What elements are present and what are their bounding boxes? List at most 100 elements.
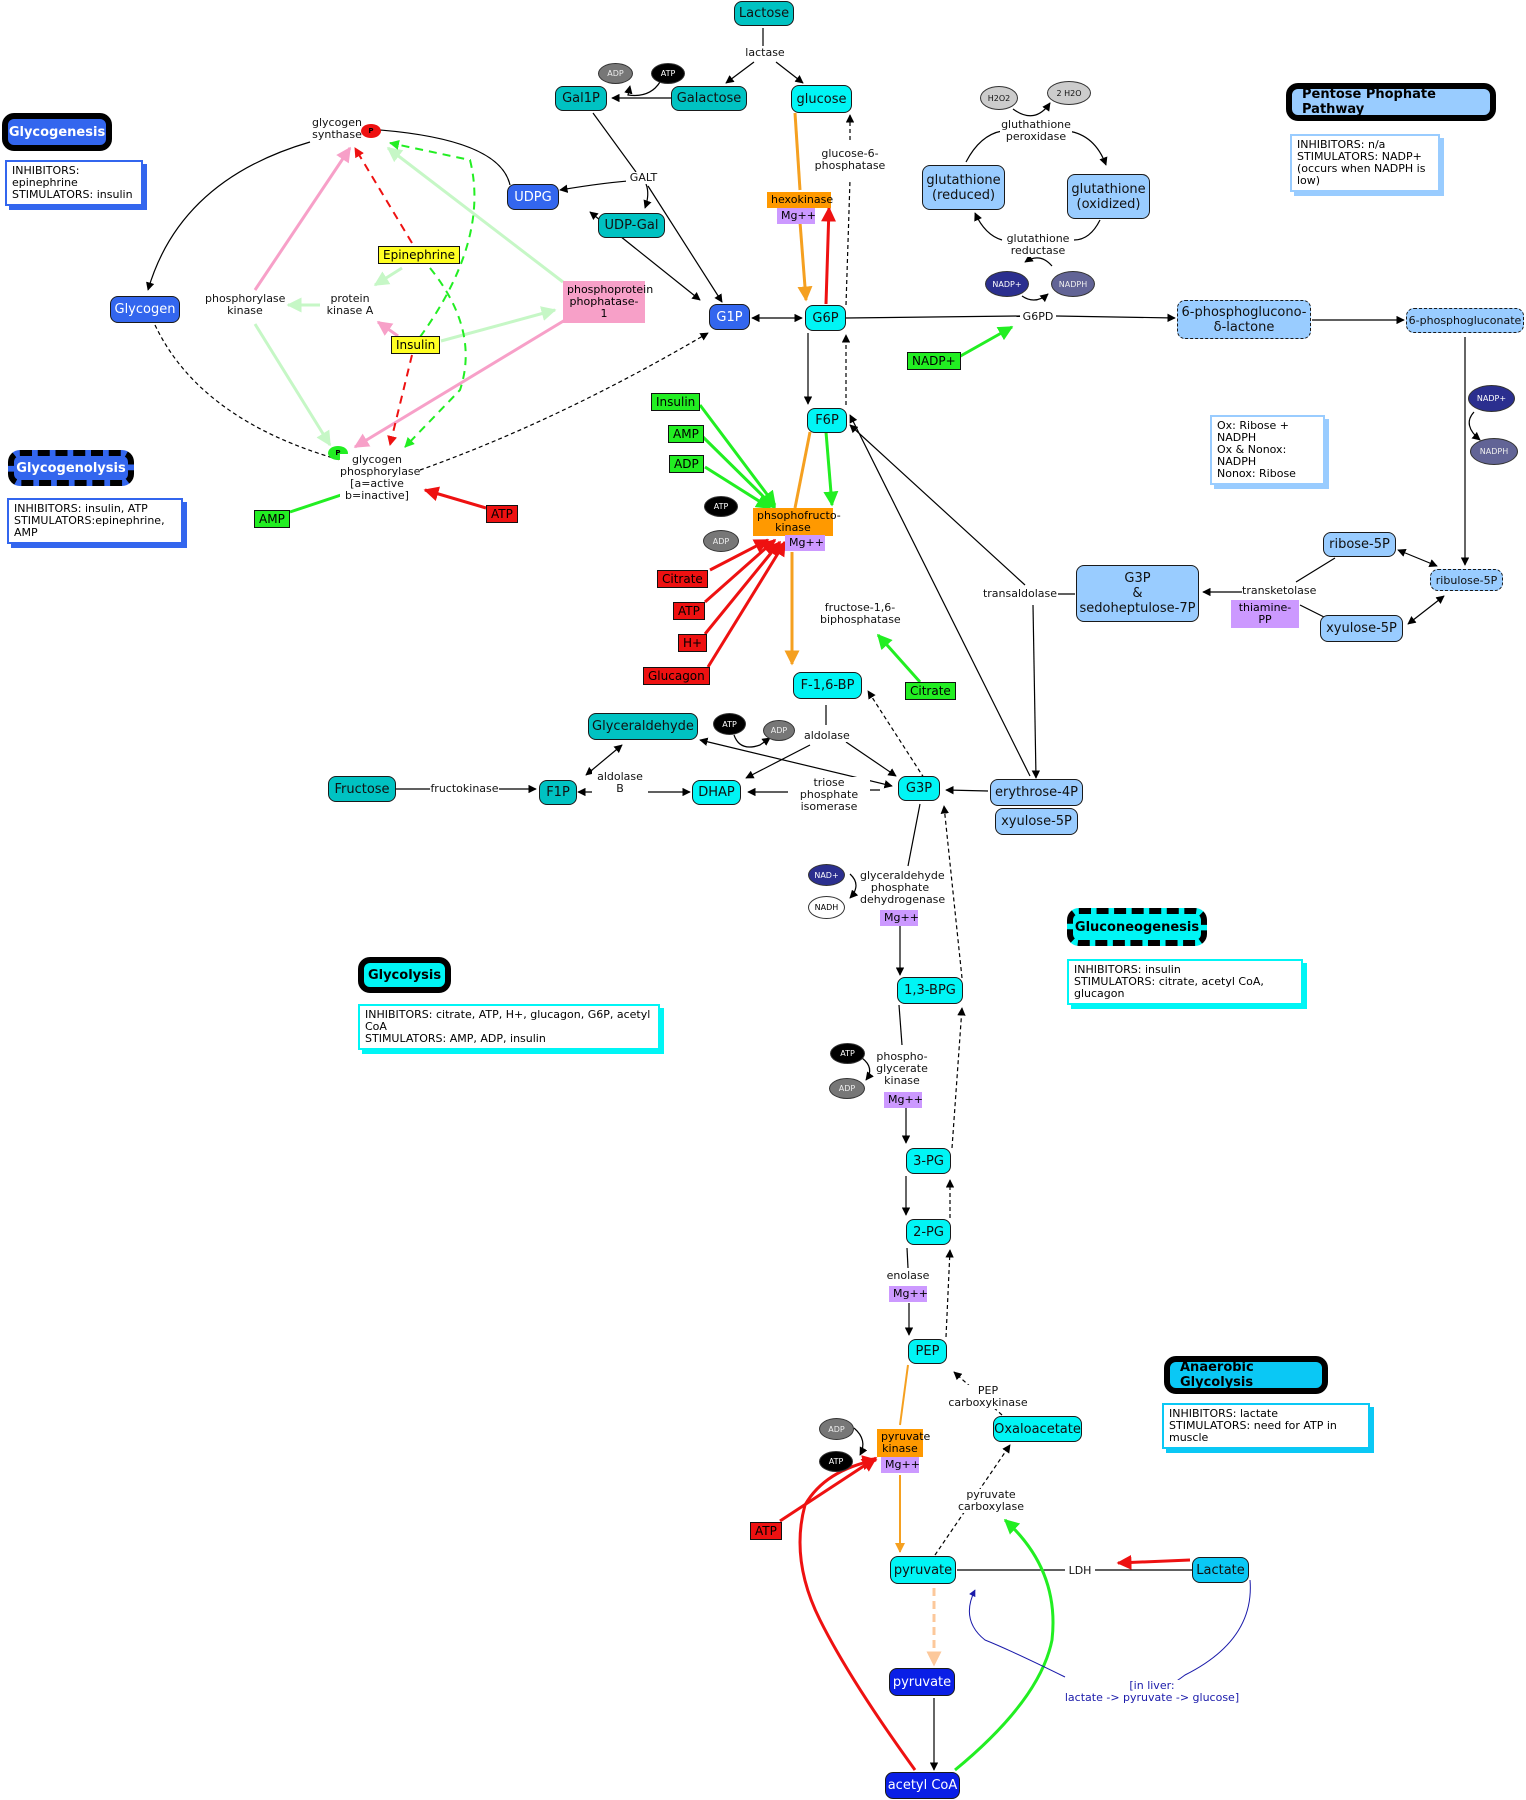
edge-atp-adp-pgk (861, 1057, 874, 1081)
label-galt: GALT (626, 172, 661, 184)
node-1-3-bpg[interactable]: 1,3-BPG (897, 977, 963, 1004)
edge-g6pd-pgl (1055, 313, 1176, 323)
edge-transaldolase-f6p2 (849, 424, 1026, 586)
cofactor-atp-pgk: ATP (830, 1043, 865, 1064)
label-phosphoglycerate-kinase: phospho- glycerate kinase (876, 1050, 928, 1087)
edge-g3p-f16bp (867, 690, 925, 779)
regulator-citrate-pfk: Citrate (657, 570, 708, 588)
arrow-glucagon-pfk (706, 540, 787, 668)
cofactor-nadh: NADH (808, 896, 845, 919)
regulator-amp-phosphorylase: AMP (254, 510, 290, 528)
node-gal1p[interactable]: Gal1P (555, 86, 607, 111)
cofactor-mg-pfk: Mg++ (785, 535, 825, 551)
cofactor-atp-pk: ATP (819, 1451, 853, 1472)
node-f6p[interactable]: F6P (807, 408, 847, 433)
node-glutathione-reduced[interactable]: glutathione (reduced) (922, 165, 1005, 210)
edge-galt-g1p (647, 185, 723, 303)
node-pyruvate[interactable]: pyruvate (890, 1556, 956, 1584)
edge-gpx-cycle-1 (965, 130, 1003, 163)
node-xylulose-5p[interactable]: xyulose-5P (1320, 615, 1403, 642)
node-g3p[interactable]: G3P (898, 776, 940, 801)
node-glutathione-oxidized[interactable]: glutathione (oxidized) (1067, 174, 1150, 219)
edge-atp-adp-gal (624, 81, 661, 97)
edge-pep-2pg (945, 1249, 954, 1338)
gluconeogenesis-title: Gluconeogenesis (1067, 908, 1207, 946)
node-3-pg[interactable]: 3-PG (906, 1148, 951, 1174)
label-lactase: lactase (745, 46, 785, 59)
node-dhap[interactable]: DHAP (692, 780, 741, 805)
glycogenolysis-info: INHIBITORS: insulin, ATP STIMULATORS:epi… (7, 498, 183, 544)
node-f16bp[interactable]: F-1,6-BP (793, 672, 862, 699)
node-lactate[interactable]: Lactate (1192, 1557, 1249, 1583)
node-g1p[interactable]: G1P (709, 304, 750, 330)
node-glyceraldehyde[interactable]: Glyceraldehyde (588, 713, 698, 740)
node-pyruvate-mitochondria[interactable]: pyruvate (889, 1668, 955, 1696)
node-f1p[interactable]: F1P (539, 780, 577, 805)
arrow-lactate-ldh (1116, 1554, 1191, 1570)
node-glycogen[interactable]: Glycogen (110, 296, 180, 323)
label-pep-carboxykinase: PEP carboxykinase (938, 1385, 1038, 1409)
node-2-pg[interactable]: 2-PG (906, 1219, 951, 1245)
node-6-phosphogluconate[interactable]: 6-phosphogluconate (1406, 308, 1524, 333)
regulator-nadp-g6pd: NADP+ (907, 352, 961, 370)
node-lactose[interactable]: Lactose (734, 1, 794, 26)
arrow-acetylcoa-pk-inhibit (798, 1455, 917, 1771)
node-6-phosphoglucono-lactone[interactable]: 6-phosphoglucono- δ-lactone (1177, 300, 1311, 339)
label-triose-phosphate-isomerase: triose phosphate isomerase (788, 777, 870, 813)
edge-gr-cycle-2 (974, 212, 1003, 241)
arrow-insulin-pfk (698, 404, 777, 507)
glycolysis-title-text: Glycolysis (367, 967, 442, 983)
node-ribose-5p[interactable]: ribose-5P (1323, 532, 1396, 557)
edge-erythrose-g3p (945, 785, 989, 795)
edge-lactase-glucose (775, 61, 804, 84)
label-transketolase: transketolase (1242, 584, 1317, 597)
node-udpg[interactable]: UDPG (507, 184, 559, 210)
node-g6p[interactable]: G6P (805, 305, 846, 331)
node-oxaloacetate[interactable]: Oxaloacetate (993, 1416, 1082, 1442)
arrow-nadp-g6pd (956, 325, 1014, 360)
regulator-insulin-glycogen: Insulin (391, 336, 441, 354)
edge-glycogen-gp (154, 324, 341, 461)
edge-atp-adp-ald (733, 734, 771, 748)
node-xylulose-5p-b[interactable]: xyulose-5P (995, 808, 1078, 835)
label-g6pd: G6PD (1020, 311, 1056, 323)
glycolysis-title: Glycolysis (358, 957, 451, 993)
arrow-atp-gp (423, 486, 487, 510)
edge-aldolase-dhap (745, 744, 811, 779)
node-glucose[interactable]: glucose (791, 85, 852, 113)
node-acetyl-coa[interactable]: acetyl CoA (885, 1772, 960, 1799)
cofactor-thiamine-pp: thiamine-PP (1231, 600, 1299, 628)
edge-f1p-glyceraldehyde (585, 744, 623, 776)
edge-lactase-galactose (725, 61, 755, 84)
pentose-info: INHIBITORS: n/a STIMULATORS: NADP+ (occu… (1290, 134, 1440, 192)
anaerobic-info: INHIBITORS: lactate STIMULATORS: need fo… (1162, 1403, 1370, 1449)
edge-gp-g1p (419, 332, 709, 471)
node-galactose[interactable]: Galactose (671, 86, 747, 111)
cofactor-nadp-gr: NADP+ (985, 271, 1029, 297)
node-pep[interactable]: PEP (908, 1339, 947, 1364)
node-fructose[interactable]: Fructose (328, 776, 396, 802)
edge-gpx-cycle-2 (1067, 130, 1108, 166)
regulator-glucagon-pfk: Glucagon (643, 667, 710, 685)
edge-ribose-ribulose (1397, 548, 1438, 568)
cofactor-nadph-pp: NADPH (1470, 438, 1518, 465)
regulator-insulin-pfk: Insulin (651, 393, 701, 411)
edge-2pg-enolase (906, 1247, 909, 1269)
node-g3p-sedoheptulose-7p[interactable]: G3P & sedoheptulose-7P (1076, 565, 1199, 622)
label-aldolase-b: aldolase B (592, 771, 648, 795)
cofactor-atp-pfk: ATP (704, 496, 738, 517)
anaerobic-title-text: Anaerobic Glycolysis (1180, 1360, 1254, 1390)
edge-synthase-glycogen (146, 141, 311, 291)
node-udp-gal[interactable]: UDP-Gal (598, 213, 665, 238)
regulator-citrate-fbpase: Citrate (905, 682, 956, 700)
cofactor-2h2o: 2 H2O (1047, 81, 1091, 105)
node-erythrose-4p[interactable]: erythrose-4P (990, 779, 1083, 806)
edge-bpg-g3p (940, 805, 963, 979)
node-ribulose-5p[interactable]: ribulose-5P (1430, 569, 1503, 591)
arrow-citrate-pfk (709, 538, 770, 572)
glycolysis-info: INHIBITORS: citrate, ATP, H+, glucagon, … (358, 1004, 660, 1050)
regulator-adp-pfk: ADP (669, 455, 704, 473)
regulator-atp-pyruvate-kinase: ATP (750, 1522, 782, 1540)
enzyme-phosphofructokinase: phsophofructo- kinase (753, 508, 841, 536)
arrow-hexokinase-g6p (797, 221, 813, 302)
